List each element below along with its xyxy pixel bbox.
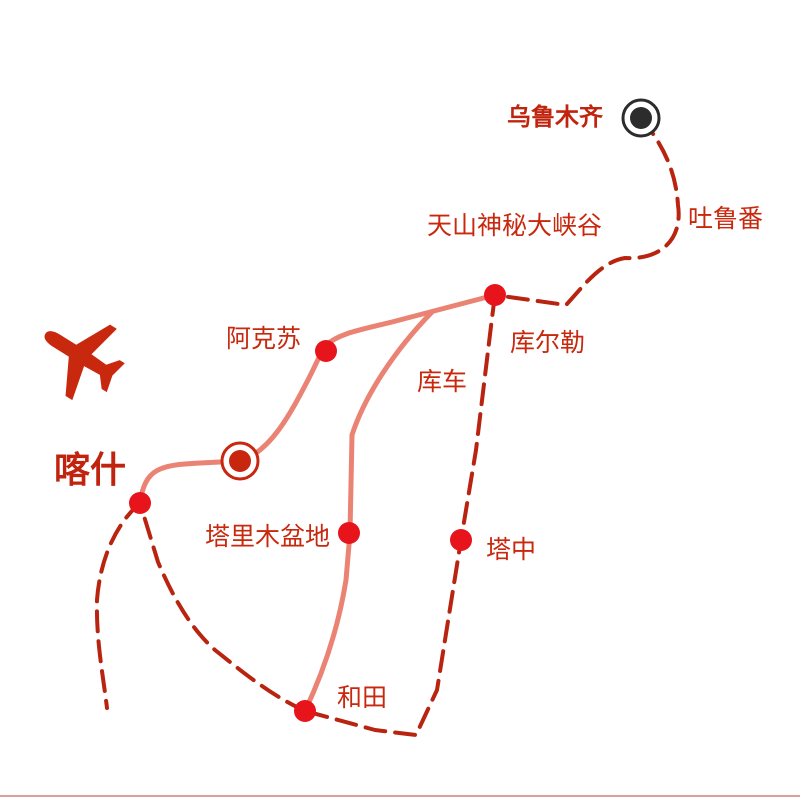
label-tarim-basin: 塔里木盆地 [205, 522, 330, 551]
label-hotan: 和田 [337, 683, 387, 712]
label-korla: 库尔勒 [510, 328, 585, 357]
route-kuqa-hotan [302, 309, 435, 714]
label-turpan: 吐鲁番 [688, 204, 763, 233]
label-kashgar: 喀什 [54, 450, 126, 491]
station-aksu [315, 340, 337, 362]
station-tazhong [450, 529, 472, 551]
station-kashgar [129, 492, 151, 514]
airplane-icon [44, 324, 125, 401]
station-tarim-basin [338, 522, 360, 544]
terminus-marker-icon [621, 98, 661, 138]
start-marker-icon [220, 441, 260, 481]
label-aksu: 阿克苏 [226, 324, 301, 353]
station-korla [484, 284, 506, 306]
label-urumqi: 乌鲁木齐 [507, 103, 604, 131]
route-kashgar-tarim-aksu-korla [137, 292, 498, 506]
station-hotan [294, 700, 316, 722]
route-korla-tazhong-hotan [303, 293, 497, 737]
label-kuqa: 库车 [417, 367, 467, 396]
label-tazhong: 塔中 [486, 535, 536, 564]
route-kashgar-southwest [94, 501, 142, 710]
route-urumqi-turpan-korla [493, 116, 681, 308]
route-hotan-kashgar [138, 501, 307, 713]
label-tianshan-canyon: 天山神秘大峡谷 [427, 211, 602, 240]
